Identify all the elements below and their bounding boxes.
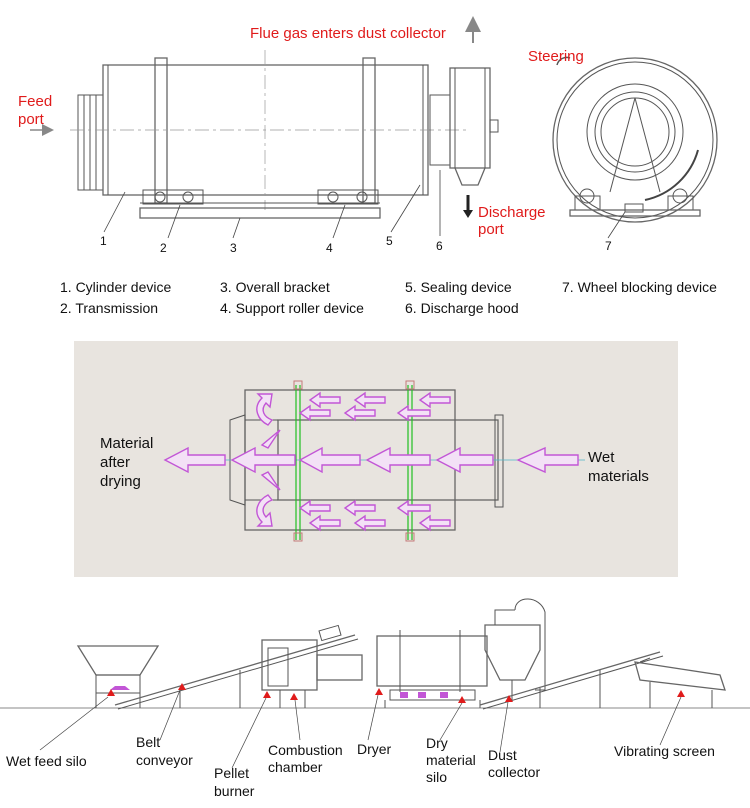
dust-collector-label-line2: collector	[488, 764, 540, 780]
discharge-port-label-line1: Discharge	[478, 204, 546, 221]
feed-port-label-line2: port	[18, 111, 45, 128]
legend-item-1: 1. Cylinder device	[60, 279, 171, 295]
dryer-label: Dryer	[357, 741, 392, 757]
pellet-burner-label-line2: burner	[214, 783, 255, 799]
material-after-drying-line1: Material	[100, 435, 153, 452]
part-number-6: 6	[436, 239, 443, 253]
combustion-chamber-label-line2: chamber	[268, 759, 323, 775]
part-number-2: 2	[160, 241, 167, 255]
feed-port-label-line1: Feed	[18, 93, 52, 110]
flue-gas-label: Flue gas enters dust collector	[250, 25, 446, 42]
legend-item-3: 3. Overall bracket	[220, 279, 330, 295]
pellet-burner-label-line1: Pellet	[214, 765, 249, 781]
vibrating-screen-label: Vibrating screen	[614, 743, 715, 759]
legend-item-5: 5. Sealing device	[405, 279, 512, 295]
material-after-drying-line2: after	[100, 454, 130, 471]
dust-collector-label-line1: Dust	[488, 747, 517, 763]
wet-feed-silo-label: Wet feed silo	[6, 753, 87, 769]
legend-item-6: 6. Discharge hood	[405, 300, 519, 316]
dry-material-silo-label-line3: silo	[426, 769, 447, 785]
legend-item-4: 4. Support roller device	[220, 300, 364, 316]
steering-label: Steering	[528, 48, 584, 65]
dry-material-silo-label-line1: Dry	[426, 735, 448, 751]
part-number-4: 4	[326, 241, 333, 255]
part-number-7: 7	[605, 239, 612, 253]
production-line-drawing	[0, 598, 750, 769]
material-after-drying-line3: drying	[100, 473, 141, 490]
side-view-drawing	[30, 16, 499, 239]
end-view-drawing	[552, 56, 718, 239]
part-number-3: 3	[230, 241, 237, 255]
combustion-chamber-label-line1: Combustion	[268, 742, 343, 758]
wet-materials-line1: Wet	[588, 449, 615, 466]
dry-material-silo-label-line2: material	[426, 752, 476, 768]
belt-conveyor-label-line1: Belt	[136, 734, 160, 750]
wet-materials-line2: materials	[588, 468, 649, 485]
discharge-port-label-line2: port	[478, 221, 505, 238]
belt-conveyor-label-line2: conveyor	[136, 752, 193, 768]
legend-item-2: 2. Transmission	[60, 300, 158, 316]
part-number-1: 1	[100, 234, 107, 248]
flow-drawing	[163, 380, 585, 542]
part-number-5: 5	[386, 234, 393, 248]
legend-item-7: 7. Wheel blocking device	[562, 279, 717, 295]
